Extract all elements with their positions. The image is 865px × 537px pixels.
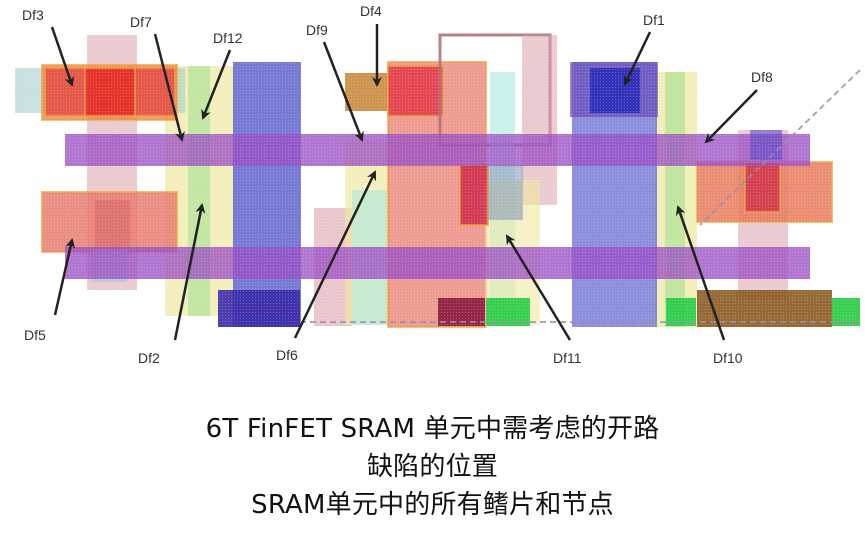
defect-label-df6: Df6 bbox=[276, 347, 298, 363]
caption-line-2: 缺陷的位置 bbox=[366, 452, 498, 482]
defect-label-df2: Df2 bbox=[138, 350, 160, 366]
arrow-df9 bbox=[322, 41, 364, 142]
defect-label-df11: Df11 bbox=[553, 350, 582, 366]
caption-line-3: SRAM单元中的所有鳍片和节点 bbox=[251, 490, 614, 520]
arrow-df7 bbox=[153, 33, 185, 142]
arrow-df1 bbox=[623, 31, 652, 86]
defect-label-df9: Df9 bbox=[306, 22, 328, 38]
arrow-df2 bbox=[173, 203, 206, 341]
defect-label-df10: Df10 bbox=[713, 350, 743, 366]
dither-texture bbox=[0, 0, 865, 340]
arrow-df6 bbox=[293, 170, 377, 339]
arrow-df10 bbox=[675, 205, 726, 341]
defect-label-df1: Df1 bbox=[643, 12, 665, 28]
defect-label-df8: Df8 bbox=[751, 69, 773, 85]
defect-arrows bbox=[50, 24, 758, 341]
arrow-df5 bbox=[53, 238, 76, 316]
arrow-df11 bbox=[505, 234, 572, 341]
caption-line-1: 6T FinFET SRAM 单元中需考虑的开路 bbox=[205, 414, 660, 444]
defect-label-df3: Df3 bbox=[22, 7, 44, 23]
arrow-df12 bbox=[201, 49, 232, 120]
arrow-df8 bbox=[704, 89, 758, 144]
figure-caption: 6T FinFET SRAM 单元中需考虑的开路 缺陷的位置 SRAM单元中的所… bbox=[0, 410, 865, 524]
defect-label-df4: Df4 bbox=[360, 3, 382, 19]
arrow-df3 bbox=[50, 26, 75, 87]
defect-label-df5: Df5 bbox=[24, 327, 46, 343]
defect-label-df7: Df7 bbox=[130, 14, 152, 30]
defect-label-df12: Df12 bbox=[213, 30, 243, 46]
